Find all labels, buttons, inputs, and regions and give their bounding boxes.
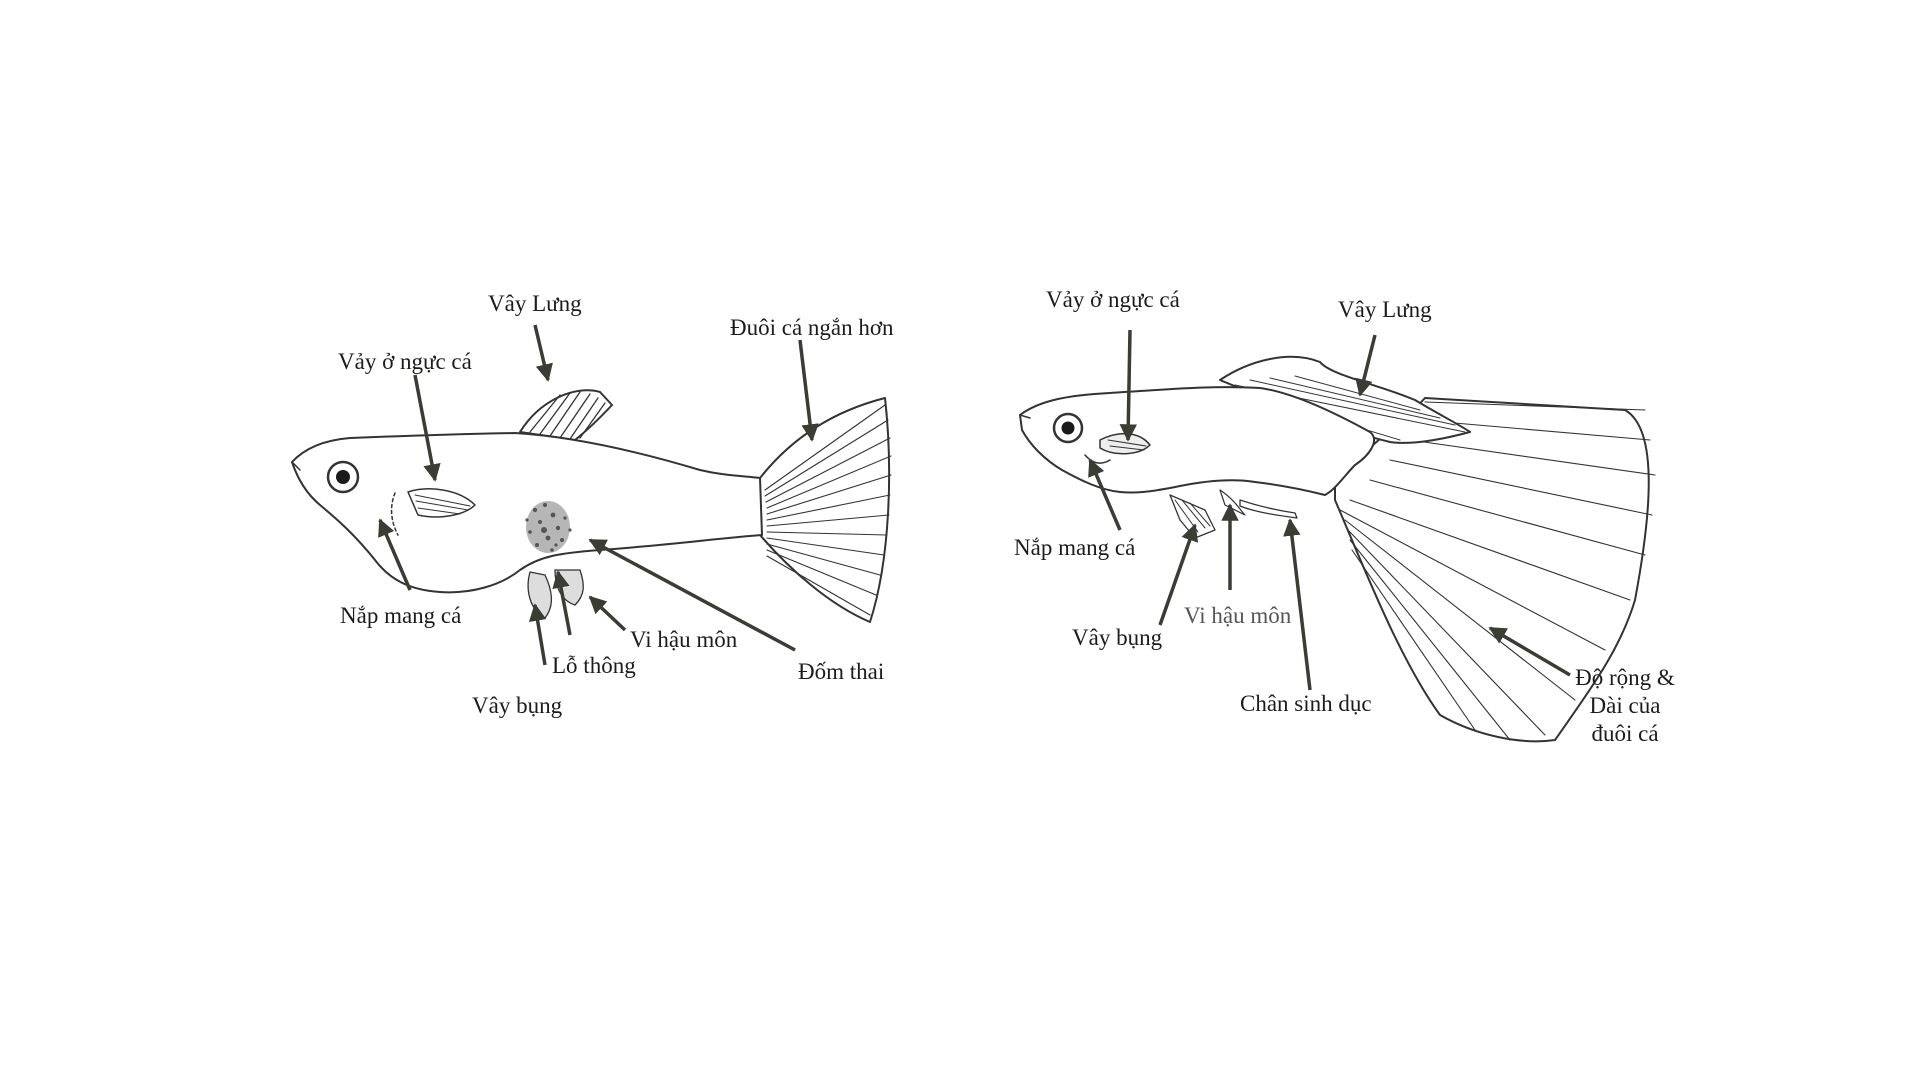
male-anal-fin-label: Vi hậu môn (1184, 603, 1292, 628)
male-tail-fin (1334, 397, 1656, 743)
male-anal-fin (1219, 489, 1246, 516)
male-gonopodium-label: Chân sinh dục (1240, 691, 1372, 716)
male-tail-label-line3: đuôi cá (1591, 721, 1659, 746)
female-ventral-fin-label: Vây bụng (472, 693, 563, 718)
female-dorsal-fin (519, 389, 613, 441)
female-gill-cover-label: Nắp mang cá (340, 603, 462, 628)
female-tail-fin-label: Đuôi cá ngắn hơn (730, 315, 894, 340)
female-dorsal-fin-label: Vây Lưng (488, 291, 582, 316)
female-anal-fin-label: Vi hậu môn (630, 627, 738, 652)
male-tail-label-line2: Dài của (1589, 693, 1661, 718)
male-tail-label: Độ rộng & Dài của đuôi cá (1570, 664, 1680, 748)
male-pectoral-fin (1099, 433, 1151, 455)
male-guppy (1019, 355, 1656, 743)
male-gonopodium (1239, 499, 1298, 519)
female-gravid-spot (525, 501, 572, 553)
male-dorsal-fin-label: Vây Lưng (1338, 297, 1432, 322)
female-ventral-fin (527, 571, 553, 619)
female-pectoral-fin (407, 488, 476, 518)
male-gill-cover-label: Nắp mang cá (1014, 535, 1136, 560)
female-tail-fin (759, 397, 892, 623)
male-ventral-fin-label: Vây bụng (1072, 625, 1163, 650)
female-body (291, 432, 763, 594)
female-guppy (291, 389, 892, 623)
male-arrows (1088, 329, 1571, 691)
male-body (1019, 386, 1375, 496)
female-arrows (378, 324, 819, 666)
female-gravid-spot-label: Đốm thai (798, 659, 885, 684)
male-ventral-fin (1169, 494, 1216, 539)
female-pectoral-fin-label: Vảy ở ngực cá (338, 349, 472, 374)
male-pectoral-fin-label: Vảy ở ngực cá (1046, 287, 1180, 312)
female-gill-cover (390, 492, 399, 536)
female-vent-label: Lỗ thông (552, 653, 636, 678)
male-tail-label-line1: Độ rộng & (1575, 665, 1675, 690)
